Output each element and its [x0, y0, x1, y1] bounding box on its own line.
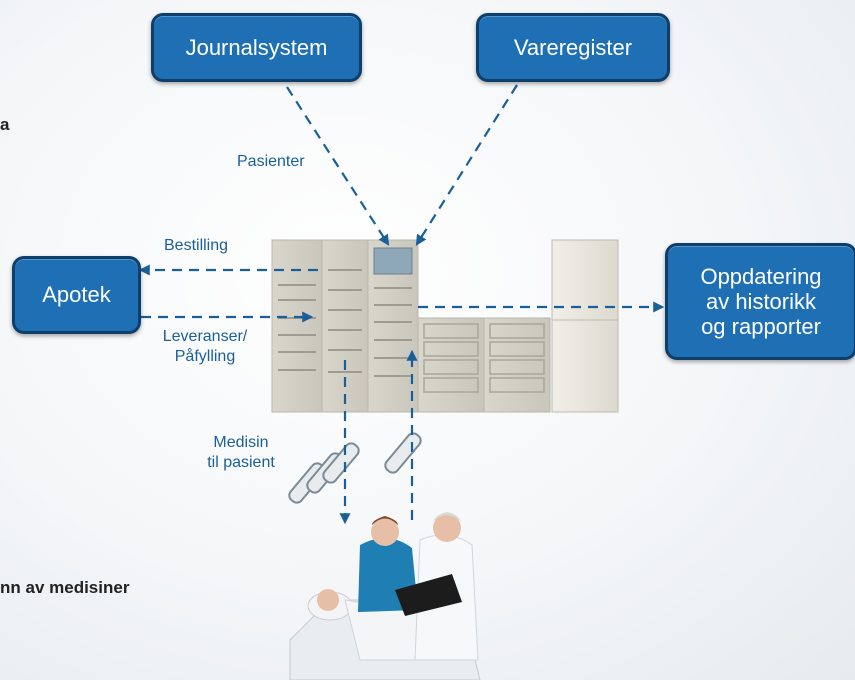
bestilling-label: Bestilling	[164, 237, 229, 254]
leveranser-label: Leveranser/ Påfylling	[150, 327, 260, 367]
oppdatering-line2: av historikk	[705, 289, 817, 314]
leveranser-line1: Leveranser/	[162, 328, 248, 345]
leveranser-line2: Påfylling	[174, 348, 236, 365]
apotek-box: Apotek	[12, 256, 141, 334]
medisin-line1: Medisin	[213, 434, 269, 451]
journalsystem-box: Journalsystem	[151, 13, 362, 82]
medisin-label: Medisin til pasient	[196, 433, 286, 473]
vareregister-label: Vareregister	[513, 34, 633, 60]
oppdatering-line1: Oppdatering	[700, 264, 822, 289]
pasienter-label: Pasienter	[237, 153, 305, 170]
hospital-scene-illustration	[289, 512, 481, 680]
arrows	[138, 84, 665, 525]
cutoff-text-bottom: nn av medisiner	[0, 578, 130, 597]
apotek-label: Apotek	[42, 282, 111, 307]
cutoff-text-top: a	[0, 115, 10, 134]
journalsystem-label: Journalsystem	[185, 34, 328, 60]
medicine-cabinet	[271, 239, 619, 413]
medisin-line2: til pasient	[207, 454, 275, 471]
oppdatering-box: Oppdatering av historikk og rapporter	[665, 243, 855, 360]
oppdatering-line3: og rapporter	[701, 314, 821, 339]
arrow-journal-to-cabinet	[286, 86, 390, 246]
vareregister-box: Vareregister	[476, 13, 670, 82]
fridge	[551, 239, 619, 413]
cabinet-screen	[373, 247, 413, 275]
arrow-vare-to-cabinet	[415, 84, 518, 246]
ampoule-icons	[288, 432, 422, 504]
